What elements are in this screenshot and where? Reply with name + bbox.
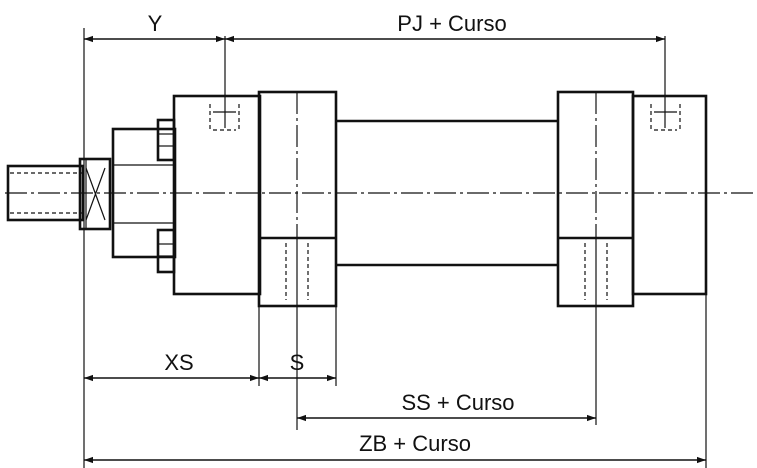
gland-bolt-top xyxy=(156,118,176,162)
front-head xyxy=(172,94,262,296)
gland-bolt-bottom xyxy=(156,228,176,274)
zb-label: ZB + Curso xyxy=(359,431,471,456)
pj-label: PJ + Curso xyxy=(397,11,506,36)
s-label: S xyxy=(290,350,305,375)
rear-head xyxy=(631,94,708,296)
y-label: Y xyxy=(148,11,163,36)
rod-wrench-flats xyxy=(78,157,112,231)
ss-label: SS + Curso xyxy=(401,390,514,415)
cylinder-tube xyxy=(336,119,558,267)
rod-thread xyxy=(6,164,85,222)
xs-label: XS xyxy=(164,350,193,375)
